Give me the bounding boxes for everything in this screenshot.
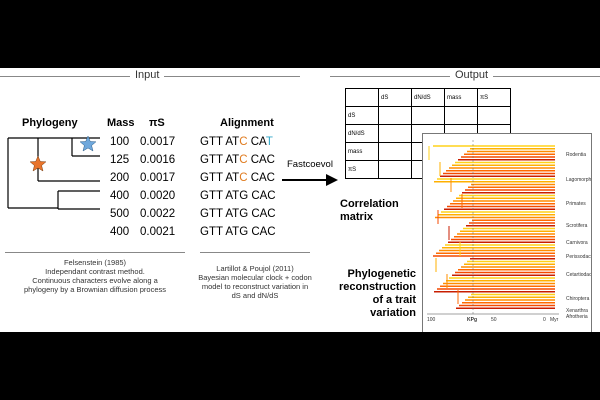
phylogeny-label: Phylogeny	[22, 117, 78, 129]
mass-value: 125	[110, 154, 130, 166]
matrix-header-row: dS dN/dS mass πS	[345, 88, 511, 107]
alignment-sequence: GTT ATG CAC	[200, 208, 276, 220]
note-line: dS and dN/dS	[231, 291, 279, 300]
pis-value: 0.0017	[140, 172, 176, 184]
axis-label-myr: Myr	[550, 317, 559, 323]
mass-header: Mass	[107, 117, 135, 129]
mass-value: 100	[110, 136, 130, 148]
substitution-base: C	[239, 136, 248, 148]
note-line: Independant contrast method.	[45, 267, 145, 276]
matrix-row-header: πS	[345, 160, 379, 179]
axis-label-kpg: KPg	[467, 317, 477, 323]
sequence-segment: GTT ATG CAC	[200, 226, 276, 238]
blue-star-icon	[79, 135, 97, 152]
note-line: Bayesian molecular clock + codon	[198, 273, 312, 282]
root-branch	[7, 137, 58, 209]
note-line: phylogeny by a Brownian diffusion proces…	[23, 285, 167, 294]
clade-label: Scrotifera	[566, 223, 588, 229]
pis-value: 0.0016	[140, 154, 176, 166]
pis-value: 0.0021	[140, 226, 176, 238]
alignment-sequence: GTT ATG CAC	[200, 226, 276, 238]
axis-label-100: 100	[427, 317, 436, 323]
clade-label: Lagomorpha	[566, 177, 592, 183]
alignment-sequence: GTT ATC CAC	[200, 154, 275, 166]
sequence-segment: GTT ATG CAC	[200, 208, 276, 220]
note-line: Continuous characters evolve along a	[32, 276, 158, 285]
mass-value: 400	[110, 226, 130, 238]
mass-value: 200	[110, 172, 130, 184]
correlation-matrix-caption: Correlation matrix	[340, 198, 399, 223]
sequence-segment: GTT AT	[200, 154, 240, 166]
alignment-sequence: GTT ATG CAC	[200, 190, 276, 202]
felsenstein-divider	[5, 252, 185, 253]
reconstruction-caption: Phylogenetic reconstruction of a trait v…	[338, 268, 416, 319]
output-section-title: Output	[450, 69, 494, 81]
axis-label-0: 0	[543, 317, 546, 323]
clade-label: Perissodactyla	[566, 254, 591, 260]
lartillot-divider	[200, 252, 310, 253]
sequence-segment: GTT ATG CAC	[200, 190, 276, 202]
axis-label-50: 50	[491, 317, 497, 323]
clade-top	[71, 137, 100, 157]
matrix-row-header: dN/dS	[345, 124, 379, 143]
matrix-row: dS	[345, 106, 511, 125]
mass-value: 500	[110, 208, 130, 220]
alignment-header: Alignment	[220, 117, 274, 129]
matrix-col-header: dS	[378, 88, 412, 107]
felsenstein-note: Felsenstein (1985) Independant contrast …	[10, 258, 180, 294]
sequence-segment: CAC	[247, 154, 275, 166]
note-line: Lartillot & Poujol (2011)	[216, 264, 294, 273]
phylogeny-tree	[7, 135, 100, 210]
mass-value: 400	[110, 190, 130, 202]
clade-label: Rodentia	[566, 152, 587, 158]
alignment-sequence: GTT ATC CAT	[200, 136, 273, 148]
substitution-base: T	[265, 136, 273, 148]
lartillot-note: Lartillot & Poujol (2011) Bayesian molec…	[195, 264, 315, 300]
clade-label: Xenarthra Afrotheria	[566, 308, 588, 320]
note-line: model to reconstruct variation in	[201, 282, 309, 291]
pis-value: 0.0017	[140, 136, 176, 148]
matrix-row-header: mass	[345, 142, 379, 161]
fastcoevol-arrow	[282, 174, 338, 186]
sequence-segment: GTT AT	[200, 136, 240, 148]
matrix-col-header: πS	[477, 88, 511, 107]
substitution-base: C	[239, 172, 248, 184]
pis-value: 0.0020	[140, 190, 176, 202]
pis-value: 0.0022	[140, 208, 176, 220]
input-section-title: Input	[130, 69, 165, 81]
clade-lower	[57, 190, 100, 210]
sequence-segment: CA	[247, 136, 266, 148]
alignment-sequence: GTT ATC CAC	[200, 172, 275, 184]
note-line: Felsenstein (1985)	[63, 258, 127, 267]
clade-label: Primates	[566, 201, 586, 207]
substitution-base: C	[239, 154, 248, 166]
sequence-segment: GTT AT	[200, 172, 240, 184]
matrix-col-header: dN/dS	[411, 88, 445, 107]
reconstruction-tree	[427, 140, 559, 315]
figure-canvas: Input Output Phylogeny Mass πS Alignment…	[0, 68, 600, 332]
clade-label: Carnivora	[566, 240, 588, 246]
matrix-col-header: mass	[444, 88, 478, 107]
matrix-row-header: dS	[345, 106, 379, 125]
pis-header: πS	[149, 117, 165, 129]
fastcoevol-label: Fastcoevol	[287, 159, 333, 170]
clade-label: Chiroptera	[566, 296, 590, 302]
clade-label: Cetartiodactyla	[566, 272, 592, 278]
sequence-segment: CAC	[247, 172, 275, 184]
orange-star-icon	[29, 155, 47, 172]
matrix-corner	[345, 88, 379, 107]
